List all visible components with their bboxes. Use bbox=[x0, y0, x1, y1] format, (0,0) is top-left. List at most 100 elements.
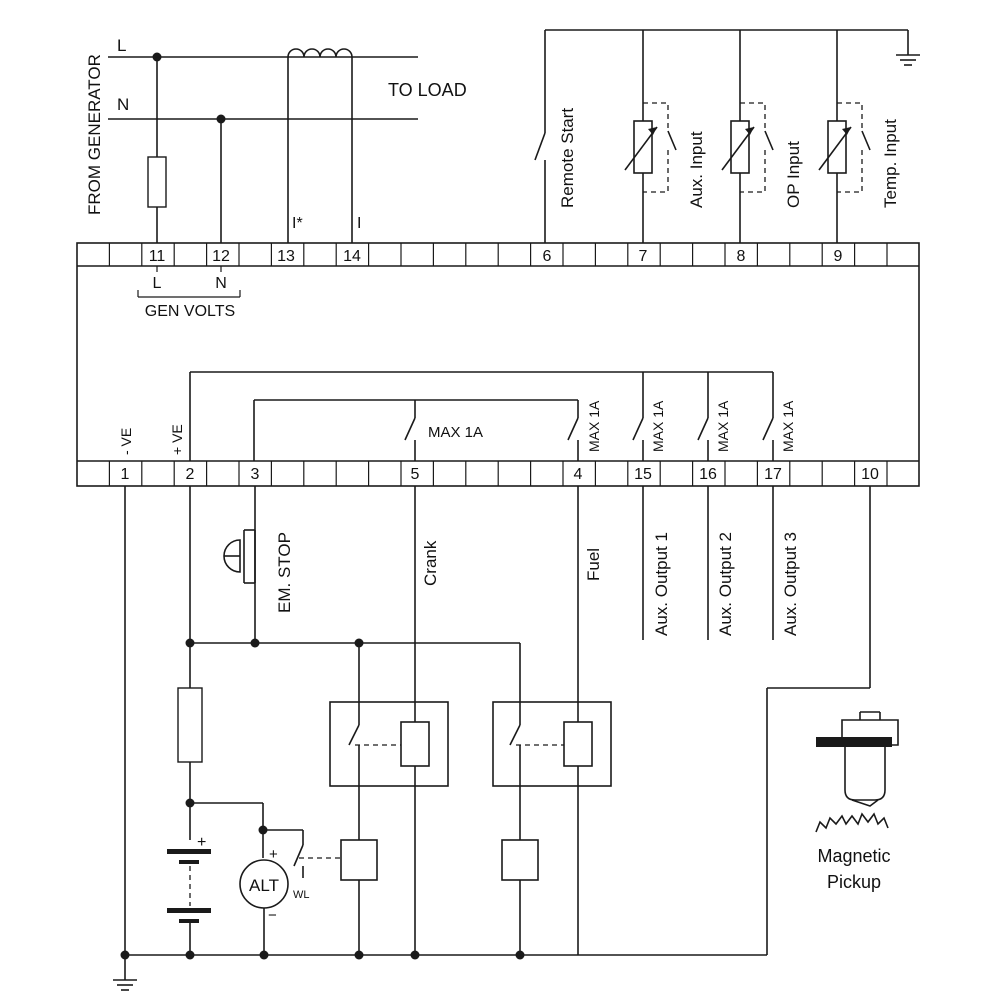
terminal-6: 6 bbox=[543, 248, 552, 265]
sensor-arrowhead bbox=[648, 127, 657, 135]
remote-start-label: Remote Start bbox=[558, 108, 577, 208]
crank-relay-box bbox=[329, 701, 449, 787]
temp-sensor bbox=[818, 102, 871, 193]
line-l-label: L bbox=[117, 36, 126, 55]
gen-volts-n: N bbox=[215, 275, 227, 292]
junction-dot bbox=[185, 638, 195, 648]
battery-plus: + bbox=[197, 834, 206, 851]
sensor-arrow bbox=[624, 126, 658, 171]
terminal-17: 17 bbox=[764, 466, 782, 483]
crank-label: Crank bbox=[421, 540, 440, 586]
gen-volts-bracket bbox=[137, 266, 241, 298]
terminal-13: 13 bbox=[277, 248, 295, 265]
sensor-switch-enclosure bbox=[643, 102, 669, 193]
top-terminal-strip bbox=[108, 243, 888, 266]
terminal-12: 12 bbox=[212, 248, 230, 265]
terminal-7: 7 bbox=[639, 248, 648, 265]
op-sensor bbox=[721, 102, 774, 193]
gen-fuse bbox=[147, 156, 167, 208]
junction-dot bbox=[120, 950, 130, 960]
junction-dots bbox=[120, 638, 525, 960]
ct-label-istar: I* bbox=[292, 215, 303, 232]
fuel-relay-box bbox=[492, 701, 612, 787]
alternator-plus: + bbox=[269, 846, 278, 863]
reluctor-wheel-icon bbox=[815, 812, 889, 833]
crank-relay-coil-icon bbox=[400, 721, 430, 767]
fuel-max-label: MAX 1A bbox=[586, 400, 602, 452]
terminal-16: 16 bbox=[699, 466, 717, 483]
op-input-label: OP Input bbox=[784, 141, 803, 208]
ground-symbol-top bbox=[896, 54, 920, 66]
sensor-arrowhead bbox=[745, 127, 754, 135]
aux2-max-label: MAX 1A bbox=[715, 400, 731, 452]
magnetic-pickup-icon bbox=[815, 711, 899, 833]
bottom-wiring bbox=[124, 486, 871, 956]
terminal-8: 8 bbox=[737, 248, 746, 265]
alternator-wiring bbox=[263, 829, 341, 955]
terminal-11: 11 bbox=[149, 248, 166, 265]
to-load-label: TO LOAD bbox=[388, 80, 467, 100]
internal-output-wiring bbox=[189, 371, 774, 461]
fuel-relay-coil-icon bbox=[563, 721, 593, 767]
fuel-relay bbox=[492, 643, 612, 955]
terminal-4: 4 bbox=[574, 466, 583, 483]
alternator-minus: − bbox=[268, 907, 277, 924]
gen-volts-l: L bbox=[153, 275, 162, 292]
crank-relay bbox=[329, 643, 449, 955]
crank-max-label: MAX 1A bbox=[428, 424, 483, 441]
junction-dot bbox=[185, 950, 195, 960]
junction-dot bbox=[410, 950, 420, 960]
ground-symbol-bottom bbox=[113, 955, 137, 991]
input-wiring bbox=[534, 29, 909, 243]
sensor-switch-enclosure bbox=[837, 102, 863, 193]
relay-groups bbox=[329, 643, 612, 955]
fuel-relay-contact bbox=[509, 724, 521, 746]
terminal-14: 14 bbox=[343, 248, 361, 265]
pickup-line2: Pickup bbox=[827, 872, 881, 892]
gen-volts-label: GEN VOLTS bbox=[145, 303, 235, 320]
battery-icon bbox=[167, 849, 211, 955]
aux1-max-label: MAX 1A bbox=[650, 400, 666, 452]
neg-ve-label: - VE bbox=[118, 428, 134, 455]
terminal-1: 1 bbox=[121, 466, 130, 483]
em-stop-label: EM. STOP bbox=[275, 532, 294, 613]
current-transformer-coil bbox=[287, 48, 353, 58]
crank-solenoid-icon bbox=[340, 839, 378, 881]
fuel-solenoid-icon bbox=[501, 839, 539, 881]
fuel-label: Fuel bbox=[584, 548, 603, 581]
aux-output-1-label: Aux. Output 1 bbox=[652, 532, 671, 636]
terminal-3: 3 bbox=[251, 466, 260, 483]
terminal-15: 15 bbox=[634, 466, 652, 483]
junction-dot bbox=[185, 798, 195, 808]
from-generator-label: FROM GENERATOR bbox=[85, 54, 104, 215]
bottom-terminal-strip bbox=[108, 461, 888, 486]
junction-dot bbox=[258, 825, 268, 835]
line-n-label: N bbox=[117, 95, 129, 114]
alternator-label: ALT bbox=[249, 876, 279, 895]
aux-sensor bbox=[624, 102, 677, 193]
sensor-switch-contact bbox=[861, 130, 871, 151]
terminal-10: 10 bbox=[861, 466, 879, 483]
junction-dot bbox=[354, 638, 364, 648]
aux-output-3-label: Aux. Output 3 bbox=[781, 532, 800, 636]
pickup-line1: Magnetic bbox=[817, 846, 890, 866]
aux-input-label: Aux. Input bbox=[687, 131, 706, 208]
junction-dot bbox=[515, 950, 525, 960]
junction-dot bbox=[250, 638, 260, 648]
sensor-arrowhead bbox=[842, 127, 851, 135]
supply-fuse bbox=[177, 687, 203, 763]
terminal-2: 2 bbox=[186, 466, 195, 483]
sensor-switch-contact bbox=[764, 130, 774, 151]
sensor-switch-enclosure bbox=[740, 102, 766, 193]
terminal-5: 5 bbox=[411, 466, 420, 483]
ct-label-i: I bbox=[357, 215, 361, 232]
sensor-arrow bbox=[818, 126, 852, 171]
em-stop-button bbox=[223, 529, 256, 584]
alternator-wl: WL bbox=[293, 889, 310, 901]
generator-wires bbox=[108, 48, 418, 243]
junction-dot bbox=[354, 950, 364, 960]
pos-ve-label: + VE bbox=[169, 424, 185, 455]
aux3-max-label: MAX 1A bbox=[780, 400, 796, 452]
terminal-9: 9 bbox=[834, 248, 843, 265]
